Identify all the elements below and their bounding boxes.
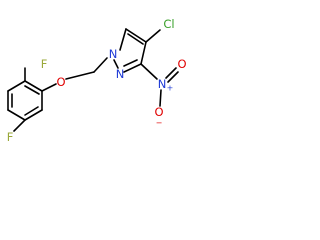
atom-n-ring-2: N: [116, 67, 125, 81]
bond-c5-f: [13, 119, 26, 132]
bond-c5-c6: [24, 109, 43, 121]
atom-o-nitro-double: O: [177, 57, 186, 71]
bond-c5-c4-inner: [127, 33, 144, 45]
bond-c2-c3: [7, 80, 26, 92]
atom-o-ether: O: [56, 75, 65, 89]
bond-c5-c6-inner: [24, 106, 39, 116]
bond-c3-n-nitro: [140, 63, 158, 80]
bond-c5-c4: [125, 28, 147, 43]
bond-ch2-n1: [93, 57, 108, 73]
charge-o-minus: −: [156, 119, 163, 128]
bond-c4-cl: [145, 29, 161, 43]
atom-n-nitro: N: [158, 77, 167, 91]
bond-c4-c5: [7, 109, 26, 121]
atom-f-top: F: [41, 57, 48, 71]
atom-f-bottom: F: [7, 130, 14, 144]
atom-o-nitro-single: O: [154, 105, 163, 119]
atom-n-ring-1: N: [109, 47, 118, 61]
bond-c1-c2: [24, 80, 43, 92]
bond-c1-o: [41, 83, 57, 92]
bond-n-o-double-1: [165, 67, 177, 79]
bond-c4-c3: [140, 41, 147, 65]
atom-cl: Cl: [163, 17, 174, 31]
benzene-ring: [7, 80, 43, 121]
bond-n-o-double-2: [167, 71, 179, 83]
bond-c1-c2-inner: [24, 85, 40, 95]
pyrazole-ring: [113, 28, 147, 73]
bond-n2-n1: [113, 59, 119, 69]
bond-n-o-single: [159, 89, 162, 107]
bond-n1-c5: [119, 28, 127, 51]
bond-c3-n2-inner: [123, 59, 138, 67]
charge-n-plus: +: [167, 84, 174, 93]
bond-c3-n2: [123, 63, 142, 73]
bond-o-ch2: [65, 71, 95, 80]
chemical-structure: F F O N N Cl N + O O −: [7, 17, 187, 144]
